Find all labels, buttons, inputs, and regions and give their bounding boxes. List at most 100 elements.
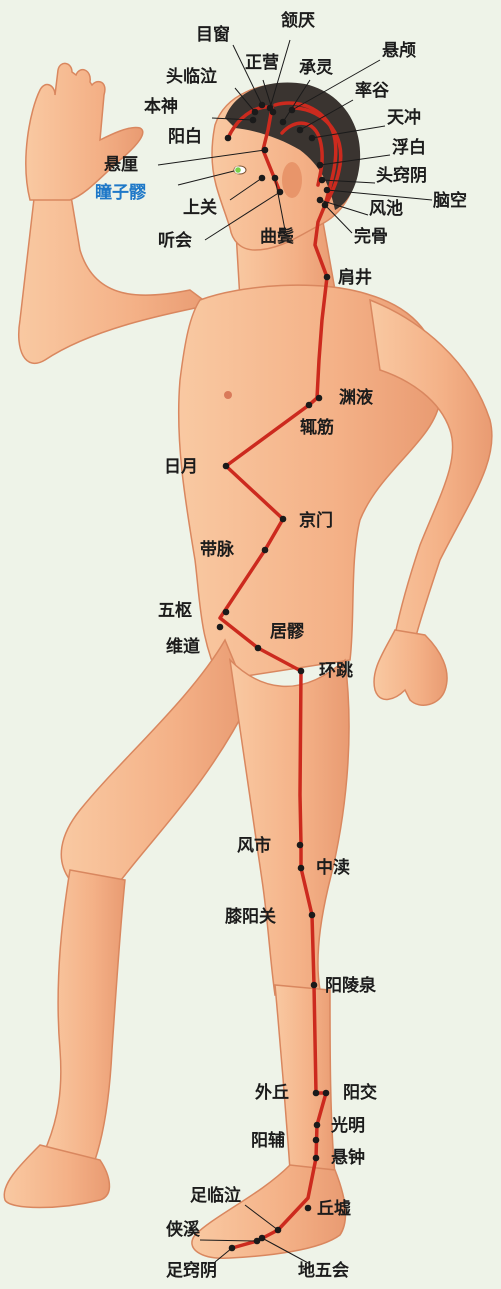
label-naokong: 脑空 (433, 191, 467, 211)
ear (282, 162, 302, 198)
leader-line (282, 79, 311, 123)
label-yangjiao: 阳交 (343, 1083, 377, 1103)
leader-line (319, 199, 369, 216)
leader-line (157, 149, 266, 166)
label-qiuxu: 丘墟 (317, 1199, 351, 1219)
label-huantiao: 环跳 (319, 661, 353, 681)
point-dot (258, 174, 266, 182)
leader-line (311, 125, 386, 139)
label-fengshi: 风市 (237, 836, 271, 856)
point-dot (297, 864, 305, 872)
nipple (224, 391, 232, 399)
point-dot (254, 644, 262, 652)
left-foot (3, 1144, 111, 1209)
label-wushu: 五枢 (158, 601, 192, 621)
point-dot (323, 273, 331, 281)
point-dot (288, 106, 296, 114)
label-diwuhui: 地五会 (298, 1261, 349, 1281)
point-dot (296, 126, 304, 134)
label-toulinqi: 头临泣 (166, 67, 217, 87)
left-thigh (60, 638, 251, 894)
label-yuanye: 渊液 (339, 388, 373, 408)
label-muchuang: 目窗 (196, 25, 230, 45)
leader-line (269, 39, 291, 109)
point-dot (313, 1121, 321, 1129)
leader-line (234, 87, 256, 113)
leader-line (299, 99, 354, 131)
tongziliao-dot (234, 166, 242, 174)
point-dot (316, 161, 324, 169)
label-fubai: 浮白 (392, 138, 426, 158)
head-arc-outer-3 (293, 106, 343, 207)
point-dot (216, 623, 224, 631)
leader-line (274, 177, 286, 231)
leader-line (326, 189, 433, 201)
point-dot (222, 462, 230, 470)
label-tinghui: 听会 (158, 231, 192, 251)
hair (225, 82, 361, 210)
point-dot (228, 1244, 236, 1252)
label-daimai: 带脉 (200, 540, 234, 560)
leader-line (324, 204, 353, 234)
point-dot (323, 186, 331, 194)
point-dot (308, 911, 316, 919)
label-yangfu: 阳辅 (251, 1131, 285, 1151)
point-dot (258, 101, 266, 109)
leader-lines (157, 39, 433, 241)
label-juliao: 居髎 (270, 622, 304, 642)
label-yanglingquan: 阳陵泉 (325, 976, 376, 996)
point-dot (222, 608, 230, 616)
point-dot (322, 1089, 330, 1097)
label-fengchi: 风池 (369, 199, 403, 219)
point-dot (279, 118, 287, 126)
point-dot (251, 108, 259, 116)
right-hand (373, 629, 448, 706)
label-hanyan: 颔厌 (281, 11, 315, 31)
leader-line (211, 117, 254, 121)
point-dot (297, 667, 305, 675)
label-benshen: 本神 (144, 97, 178, 117)
point-dot (312, 1154, 320, 1162)
head-arc-outer-2 (273, 101, 338, 207)
leader-line (177, 169, 239, 186)
point-dot (249, 116, 257, 124)
point-dot (316, 196, 324, 204)
point-dot (308, 134, 316, 142)
head-arc-outer-1 (280, 121, 324, 187)
label-weidao: 维道 (166, 637, 200, 657)
leader-line (291, 59, 381, 111)
point-dot (321, 201, 329, 209)
label-shangguan: 上关 (183, 198, 217, 218)
head-meridian (226, 101, 343, 207)
left-shin (43, 869, 126, 1161)
point-dot (269, 108, 277, 116)
label-shuaigu: 率谷 (355, 81, 389, 101)
point-dot (271, 174, 279, 182)
point-dot (312, 1089, 320, 1097)
label-riyue: 日月 (164, 457, 198, 477)
point-dot (274, 1226, 282, 1234)
label-xuanzhong: 悬钟 (331, 1148, 365, 1168)
label-xuanli: 悬厘 (104, 155, 138, 175)
point-dot (296, 841, 304, 849)
point-dot (318, 176, 326, 184)
point-dot (305, 401, 313, 409)
label-touqiaoyin: 头窍阴 (376, 166, 427, 186)
label-xiaxi: 侠溪 (166, 1220, 200, 1240)
leader-line (321, 179, 376, 184)
label-zulinqi: 足临泣 (190, 1186, 241, 1206)
label-tongziliao: 瞳子髎 (95, 183, 146, 203)
point-dot (261, 546, 269, 554)
point-dot (258, 1234, 266, 1242)
point-dot (310, 981, 318, 989)
label-waiqiu: 外丘 (255, 1083, 289, 1103)
label-wangu: 完骨 (354, 227, 388, 247)
label-xuanlu: 悬颅 (382, 41, 416, 61)
label-tianchong: 天冲 (387, 108, 421, 128)
point-dot (276, 188, 284, 196)
label-yangbai: 阳白 (168, 127, 202, 147)
label-zuqiaoyin: 足窍阴 (166, 1261, 217, 1281)
leader-line (319, 154, 391, 166)
raised-hand (25, 62, 144, 201)
